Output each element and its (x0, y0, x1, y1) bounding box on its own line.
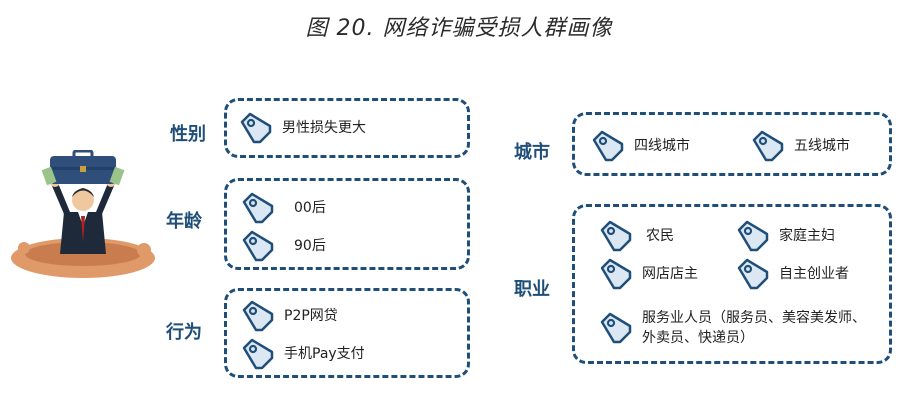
gender-box (224, 98, 470, 158)
price-tag-icon (592, 130, 624, 162)
category-label-occupation: 职业 (514, 279, 550, 300)
tag-occupation-1: 家庭主妇 (735, 218, 835, 254)
city-box (572, 112, 892, 176)
tag-label: 服务业人员（服务员、美容美发师、外卖员、快递员） (642, 310, 866, 346)
tag-age-0: 00后 (240, 190, 326, 226)
tag-occupation-2: 网店店主 (598, 256, 698, 292)
tag-behavior-0: P2P网贷 (240, 298, 338, 334)
diagram-title: 图 20. 网络诈骗受损人群画像 (305, 16, 613, 41)
tag-label: 网店店主 (642, 266, 698, 282)
tag-label: 男性损失更大 (282, 120, 366, 136)
category-label-gender: 性别 (170, 124, 206, 145)
tag-behavior-1: 手机Pay支付 (240, 336, 365, 372)
tag-label: P2P网贷 (284, 308, 338, 324)
price-tag-icon (242, 338, 274, 370)
price-tag-icon (240, 112, 272, 144)
tag-city-1: 五线城市 (750, 128, 850, 164)
price-tag-icon (752, 130, 784, 162)
price-tag-icon (600, 312, 632, 344)
price-tag-icon (600, 220, 632, 252)
age-box (224, 178, 470, 270)
price-tag-icon (737, 220, 769, 252)
tag-label: 00后 (294, 200, 326, 216)
tag-label: 四线城市 (634, 138, 690, 154)
category-label-behavior: 行为 (166, 322, 202, 343)
tag-occupation-3: 自主创业者 (735, 256, 849, 292)
tag-label: 家庭主妇 (779, 228, 835, 244)
tag-age-1: 90后 (240, 228, 326, 264)
tag-label: 农民 (646, 228, 674, 244)
occupation-box (572, 204, 892, 364)
price-tag-icon (242, 300, 274, 332)
tag-occupation-0: 农民 (598, 218, 674, 254)
price-tag-icon (737, 258, 769, 290)
tag-gender-0: 男性损失更大 (238, 110, 366, 146)
tag-label: 90后 (294, 238, 326, 254)
tag-label: 自主创业者 (779, 266, 849, 282)
tag-label: 五线城市 (794, 138, 850, 154)
sinking-businessman-icon (11, 150, 155, 278)
behavior-box (224, 288, 470, 378)
price-tag-icon (242, 192, 274, 224)
tag-occupation-4: 服务业人员（服务员、美容美发师、外卖员、快递员） (598, 308, 882, 348)
category-label-age: 年龄 (166, 211, 202, 232)
tag-label: 手机Pay支付 (284, 346, 365, 362)
price-tag-icon (600, 258, 632, 290)
price-tag-icon (242, 230, 274, 262)
tag-city-0: 四线城市 (590, 128, 690, 164)
category-label-city: 城市 (514, 142, 550, 163)
